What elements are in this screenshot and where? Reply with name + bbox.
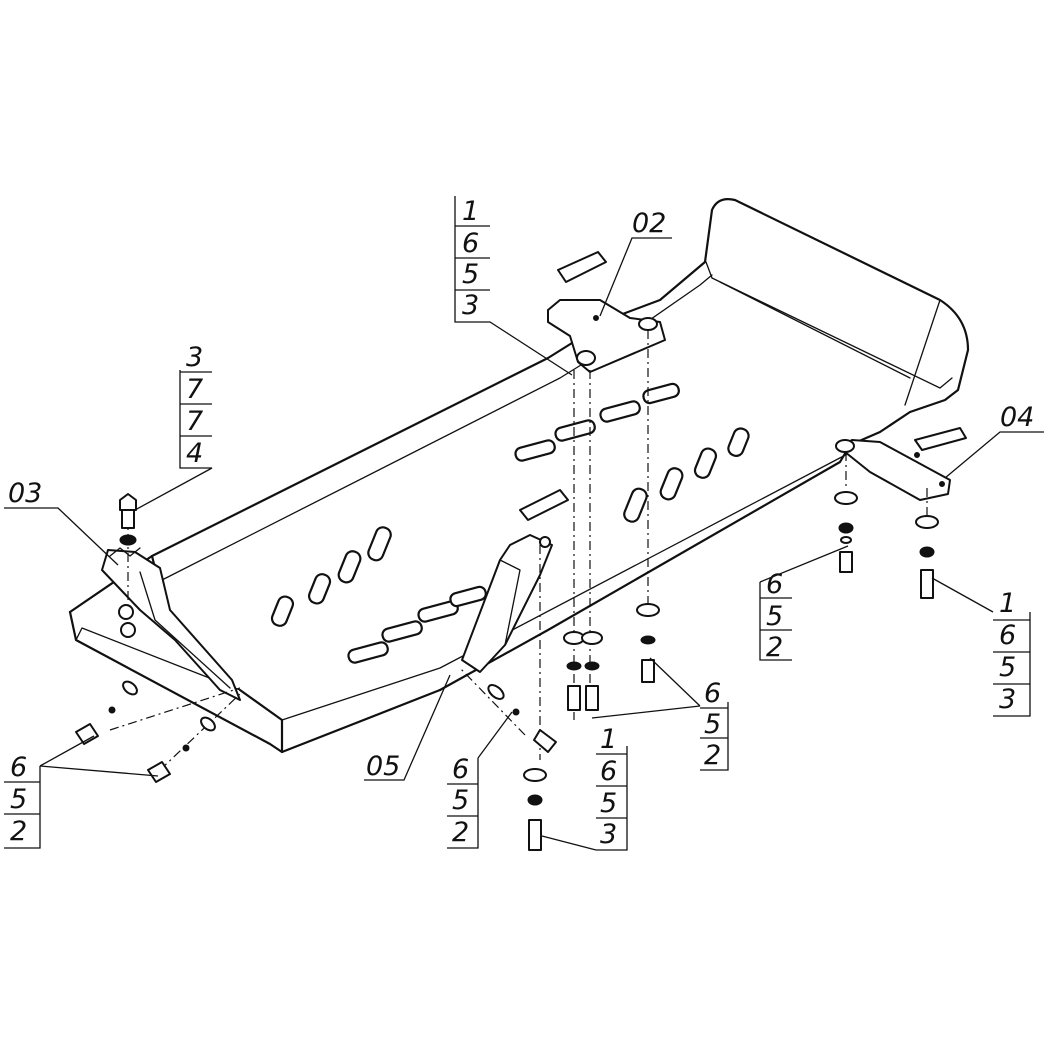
svg-text:3: 3: [999, 684, 1016, 715]
stack-bottom-center: 1 6 5 3: [596, 724, 627, 850]
svg-text:5: 5: [704, 709, 721, 740]
svg-text:5: 5: [999, 652, 1016, 683]
svg-text:1: 1: [600, 724, 617, 755]
label-part-02: 02: [632, 208, 666, 239]
bracket-04: [835, 427, 967, 501]
stack-bottom-left: 6 5 2: [4, 752, 40, 847]
svg-text:6: 6: [600, 756, 617, 787]
bracket-03: [101, 547, 241, 701]
svg-text:7: 7: [186, 374, 203, 405]
svg-text:6: 6: [10, 752, 27, 783]
svg-text:5: 5: [462, 259, 479, 290]
svg-text:1: 1: [999, 588, 1016, 619]
svg-text:6: 6: [766, 569, 783, 600]
label-part-05: 05: [366, 751, 400, 782]
stack-right-mid: 6 5 2: [760, 569, 792, 663]
svg-text:3: 3: [462, 290, 479, 321]
bracket-05: [461, 489, 569, 673]
svg-text:2: 2: [10, 816, 27, 847]
stack-bottom-mid: 6 5 2: [447, 754, 478, 848]
fasteners: [75, 491, 939, 851]
vent-slots: [270, 382, 750, 664]
svg-text:7: 7: [186, 406, 203, 437]
svg-text:1: 1: [462, 196, 479, 227]
svg-text:2: 2: [452, 817, 469, 848]
svg-text:2: 2: [704, 740, 721, 771]
label-part-03: 03: [8, 478, 42, 509]
stack-top-left: 3 7 7 4: [180, 342, 212, 469]
svg-text:6: 6: [999, 620, 1016, 651]
svg-text:6: 6: [462, 228, 479, 259]
callout-labels: 02 03 04 05 1 6 5 3 3 7 7 4 6 5 2 1 6 5: [4, 196, 1034, 850]
label-part-04: 04: [1000, 402, 1034, 433]
svg-text:5: 5: [10, 784, 27, 815]
svg-text:5: 5: [600, 788, 617, 819]
stack-center-bolts: 6 5 2: [700, 678, 728, 771]
svg-text:6: 6: [452, 754, 469, 785]
stack-top-center: 1 6 5 3: [455, 196, 490, 321]
stack-right-far: 1 6 5 3: [993, 588, 1030, 715]
svg-text:3: 3: [600, 819, 617, 850]
svg-text:5: 5: [766, 601, 783, 632]
leader-lines: [4, 196, 1044, 851]
svg-text:6: 6: [704, 678, 721, 709]
skid-plate: [68, 198, 970, 754]
svg-text:4: 4: [186, 438, 203, 469]
svg-text:2: 2: [766, 632, 783, 663]
bracket-02: [547, 251, 666, 373]
svg-text:5: 5: [452, 785, 469, 816]
svg-text:3: 3: [186, 342, 203, 373]
